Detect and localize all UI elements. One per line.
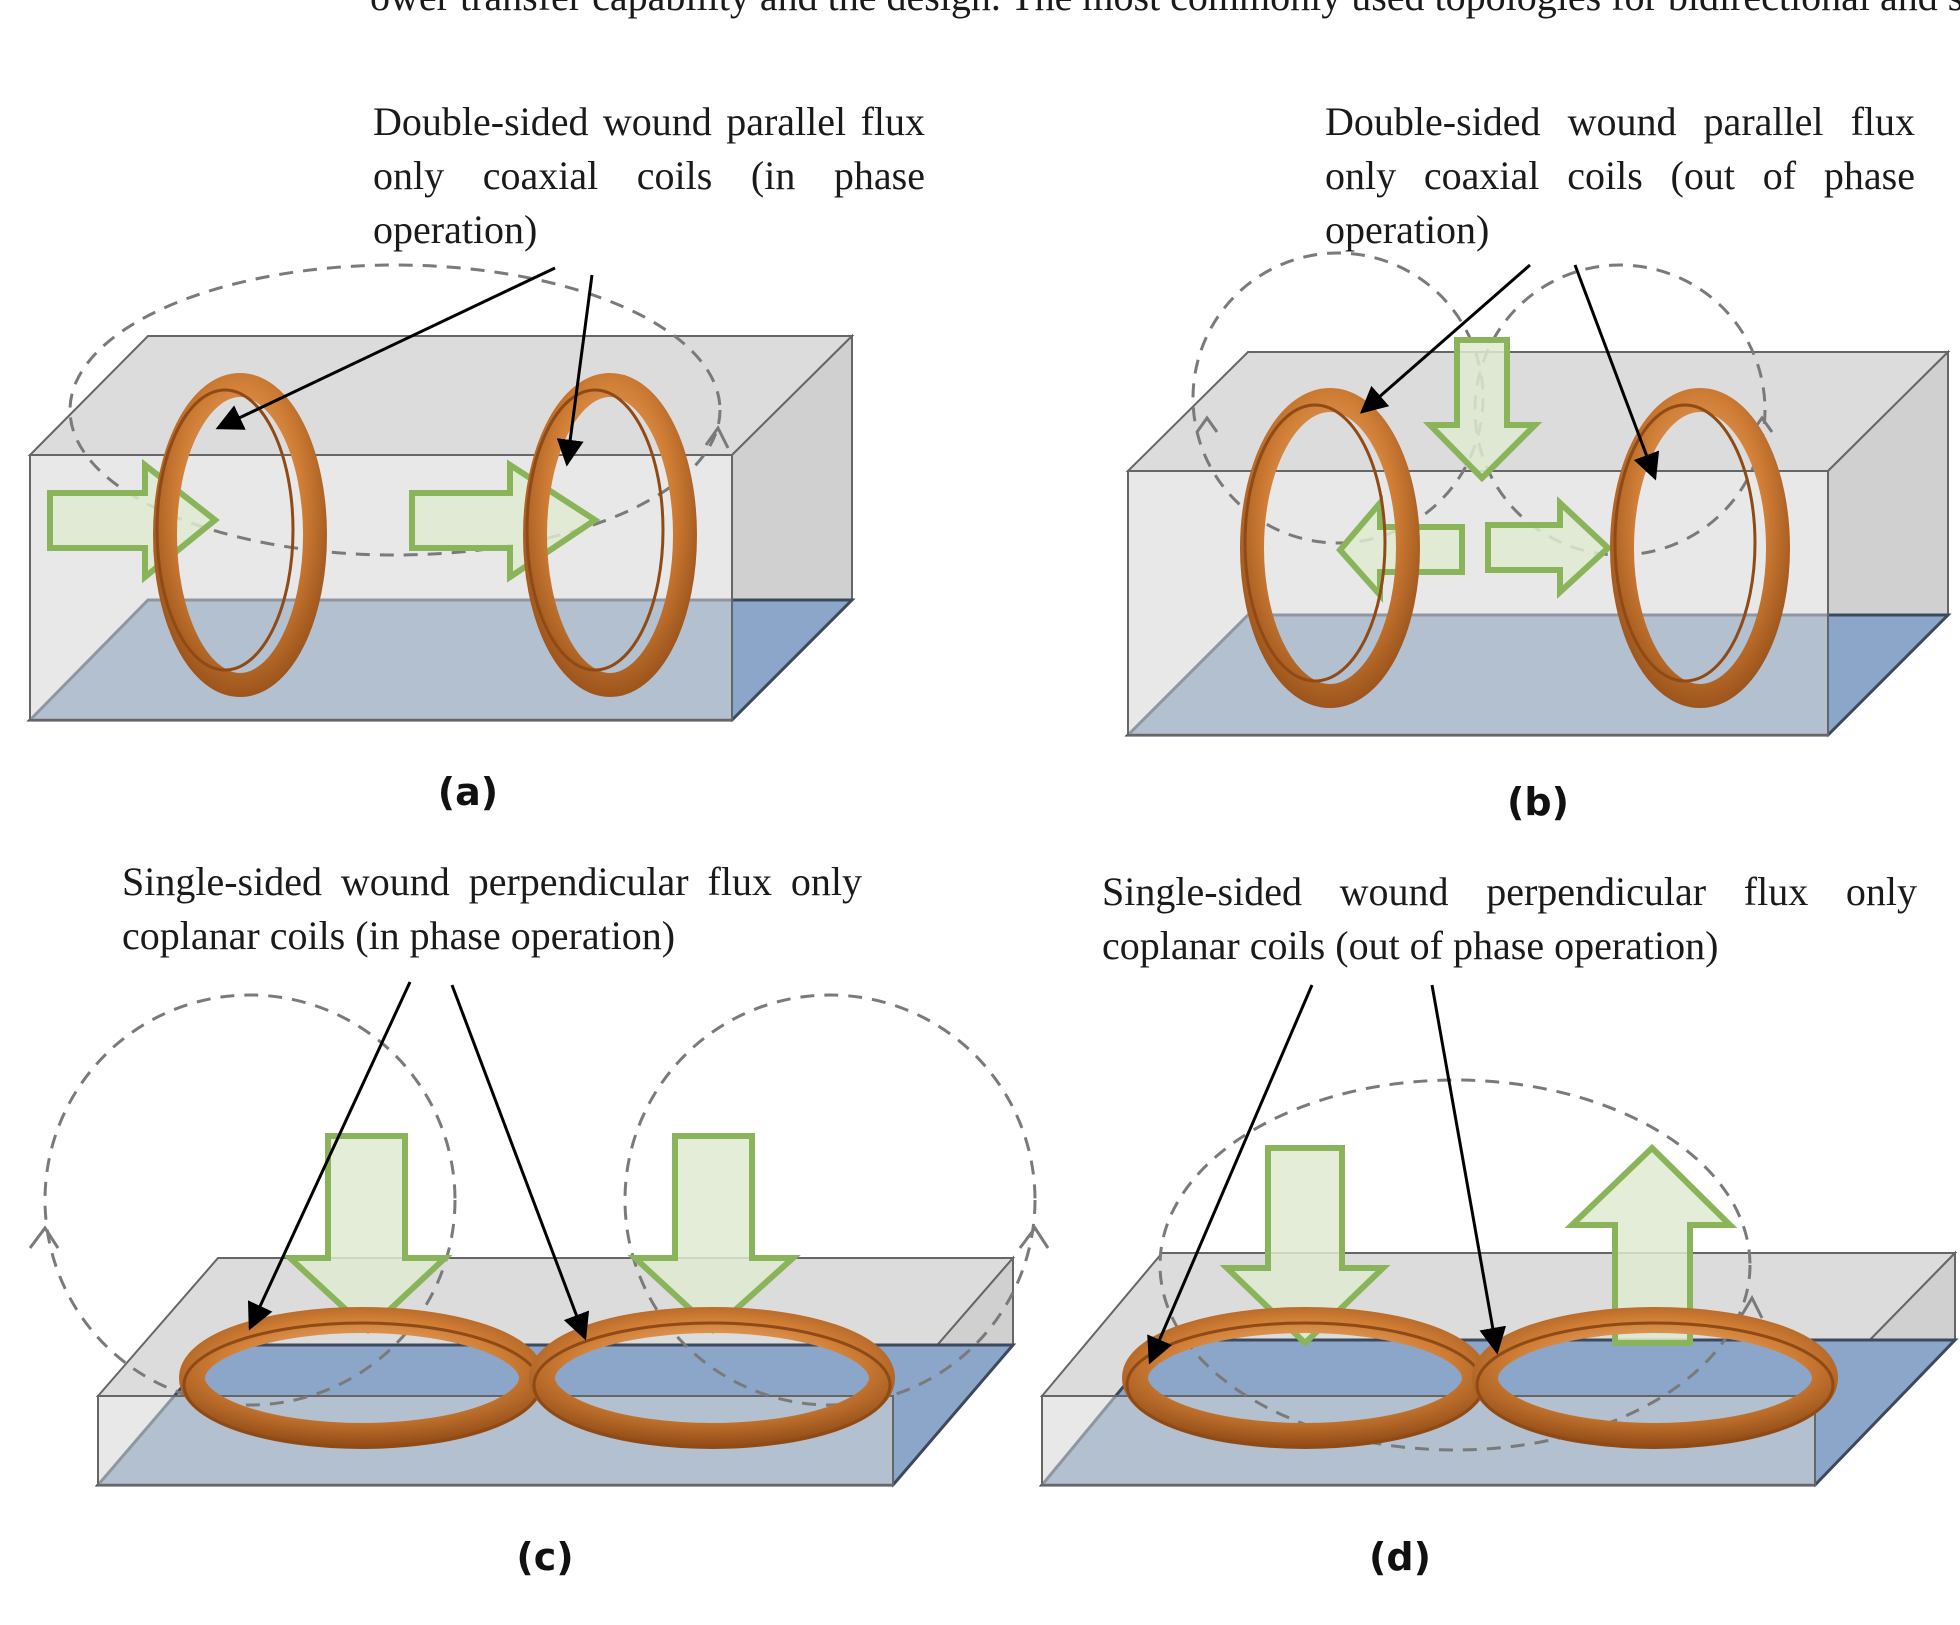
- pointer-a2: [556, 274, 594, 467]
- panel-c: [28, 981, 1050, 1488]
- flux-loop-d: [1158, 1078, 1752, 1452]
- flux-loop-a: [68, 263, 722, 557]
- pointer-c2: [450, 984, 590, 1341]
- panel-d: [1038, 984, 1959, 1488]
- field-arrow-d-down: [1219, 1145, 1391, 1348]
- box-top-b: [1125, 351, 1951, 472]
- flux-loop-c2: [623, 993, 1037, 1407]
- panel-b-label: (b): [1507, 780, 1569, 824]
- pointer-c1: [247, 981, 412, 1331]
- field-arrow-b-down: [1422, 337, 1543, 483]
- pointer-d1: [1147, 984, 1314, 1365]
- pointer-d2: [1430, 984, 1507, 1355]
- coil-a2: [523, 373, 697, 697]
- field-arrow-c2: [627, 1133, 801, 1335]
- coil-b1-groove: [1243, 403, 1387, 683]
- panel-c-description: Single-sided wound perpendicular flux on…: [122, 859, 862, 958]
- flux-loop-c1: [43, 993, 457, 1407]
- coil-d2-groove: [1475, 1321, 1835, 1449]
- panel-a: [26, 263, 856, 723]
- pointer-a1: [215, 266, 556, 430]
- box-top-a: [27, 335, 855, 456]
- coil-b1: [1240, 388, 1420, 708]
- panel-b: [1124, 251, 1952, 738]
- panel-a-description: Double-sided wound parallel flux only co…: [373, 99, 925, 252]
- field-arrow-c1: [282, 1133, 453, 1335]
- coil-a1: [153, 373, 327, 697]
- coil-d2: [1472, 1307, 1838, 1449]
- pointer-b2: [1573, 264, 1660, 481]
- flux-arrowhead-c2: [1018, 1225, 1050, 1249]
- coil-a2-groove: [525, 388, 665, 672]
- panel-c-label: (c): [516, 1535, 574, 1579]
- coil-c2-groove: [532, 1321, 892, 1449]
- coil-b2: [1610, 388, 1790, 708]
- cropped-top-text: ower transfer capability and the design.…: [370, 0, 1960, 24]
- panel-d-label: (d): [1369, 1535, 1431, 1579]
- flux-arrowhead-a: [704, 425, 730, 449]
- panel-b-description: Double-sided wound parallel flux only co…: [1325, 99, 1915, 252]
- panel-d-description: Single-sided wound perpendicular flux on…: [1102, 869, 1917, 968]
- field-arrow-b-right: [1485, 496, 1613, 599]
- flux-arrowhead-d: [1738, 1294, 1764, 1319]
- flux-arrowhead-b1: [1195, 415, 1219, 433]
- flux-arrowhead-c1: [28, 1225, 60, 1249]
- coil-b2-groove: [1613, 403, 1757, 683]
- panel-a-label: (a): [437, 770, 499, 814]
- coil-a1-groove: [155, 388, 295, 672]
- pointer-b1: [1359, 263, 1531, 414]
- coil-c2: [529, 1307, 895, 1449]
